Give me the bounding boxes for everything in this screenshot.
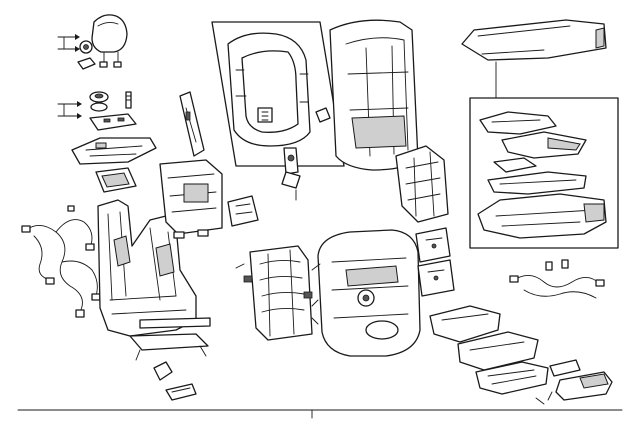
seat-back-panel: [311, 229, 421, 357]
lumbar-pad: [227, 195, 259, 227]
callout-box-seatback-frame: [211, 21, 345, 201]
bracket-small: [153, 361, 197, 401]
headrest-guide-lower: [89, 91, 132, 112]
headrest-guide-upper: [77, 40, 96, 70]
vertical-trim-strip: [179, 91, 205, 157]
switch-bezel: [95, 167, 137, 193]
callout-arrows-lower: [57, 101, 82, 119]
side-trim-covers: [429, 305, 613, 405]
seat-control-module: [159, 159, 223, 239]
seatback-cushion: [329, 19, 419, 171]
trim-panel-left: [71, 137, 157, 165]
seat-frame: [97, 199, 211, 361]
lumbar-support-mat: [395, 145, 449, 223]
callout-arrows-upper: [57, 34, 80, 52]
seat-cushion-top: [461, 19, 607, 99]
headrest-assembly: [57, 14, 137, 131]
wiring-harness-right: [509, 259, 605, 299]
cushion-frame-springs: [235, 245, 319, 341]
heater-pads: [415, 227, 455, 297]
callout-box-cushion-components: [469, 97, 619, 249]
wiring-harness: [21, 205, 101, 318]
trim-bezel: [89, 113, 137, 131]
